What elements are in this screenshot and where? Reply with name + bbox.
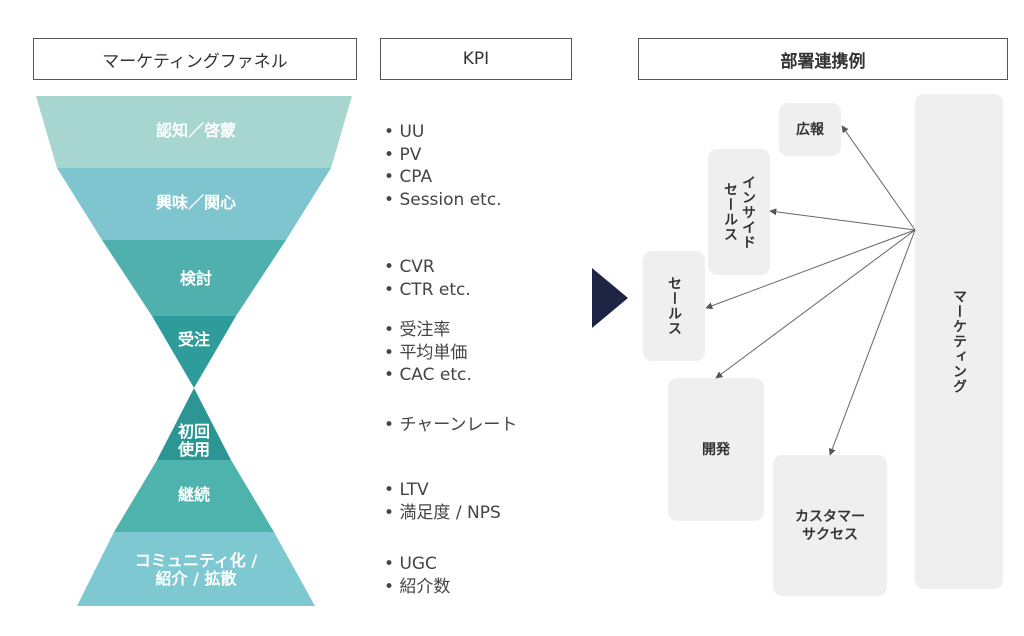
kpi-header: KPI [380, 38, 572, 80]
kpi-list-consideration: CVR CTR etc. [384, 256, 471, 302]
department-inside-sales: インサイド セールス [708, 149, 770, 275]
kpi-item: 平均単価 [384, 342, 472, 365]
kpi-item: 満足度 / NPS [384, 502, 500, 525]
funnel-stage-order [152, 316, 236, 388]
funnel-stage-retention [114, 460, 274, 532]
kpi-list-community: UGC 紹介数 [384, 553, 450, 598]
department-pr: 広報 [779, 103, 841, 156]
department-header: 部署連携例 [638, 38, 1008, 80]
kpi-item: Session etc. [384, 189, 501, 212]
funnel-label-first-use: 初回 使用 [177, 422, 211, 459]
funnel-label-order: 受注 [177, 330, 211, 349]
department-customer-success: カスタマー サクセス [773, 455, 887, 596]
kpi-item: CPA [384, 166, 502, 189]
kpi-item: UU [384, 121, 502, 144]
kpi-item: UGC [384, 553, 450, 576]
kpi-item: CAC etc. [384, 364, 471, 387]
kpi-item: 受注率 [384, 319, 472, 342]
funnel-label-consideration: 検討 [179, 269, 213, 288]
kpi-list-awareness: UU PV CPA Session etc. [384, 121, 502, 212]
department-sales-label: セールス [666, 276, 682, 336]
kpi-item: LTV [384, 479, 501, 502]
kpi-item: PV [384, 144, 502, 167]
funnel-label-interest: 興味／関心 [155, 193, 237, 212]
kpi-item: CTR etc. [384, 279, 470, 302]
department-dev: 開発 [668, 378, 764, 521]
funnel-label-retention: 継続 [177, 485, 211, 504]
funnel-stage-community [77, 532, 315, 606]
kpi-item: 紹介数 [384, 576, 450, 599]
funnel-stage-interest [57, 168, 331, 240]
kpi-item: チャーンレート [384, 414, 517, 437]
department-marketing: マーケティング [915, 94, 1003, 589]
department-inside-sales-label: インサイド セールス [722, 174, 756, 250]
kpi-list-order: 受注率 平均単価 CAC etc. [384, 319, 472, 387]
department-marketing-label: マーケティング [951, 289, 967, 394]
kpi-list-first-use: チャーンレート [384, 414, 517, 437]
funnel-diagram [36, 96, 352, 606]
department-header-label: 部署連携例 [780, 51, 866, 72]
kpi-header-label: KPI [462, 49, 490, 69]
department-sales: セールス [643, 251, 705, 361]
funnel-header-label: マーケティングファネル [102, 51, 288, 72]
kpi-list-retention: LTV 満足度 / NPS [384, 479, 501, 525]
funnel-stage-consideration [102, 240, 286, 316]
funnel-stage-first-use [157, 388, 231, 460]
funnel-stage-awareness [36, 96, 352, 168]
right-arrow-icon [592, 268, 628, 328]
kpi-item: CVR [384, 256, 471, 279]
funnel-header: マーケティングファネル [33, 38, 357, 80]
funnel-label-community: コミュニティ化 / 紹介 / 拡散 [134, 551, 258, 588]
funnel-label-awareness: 認知／啓蒙 [155, 121, 237, 140]
